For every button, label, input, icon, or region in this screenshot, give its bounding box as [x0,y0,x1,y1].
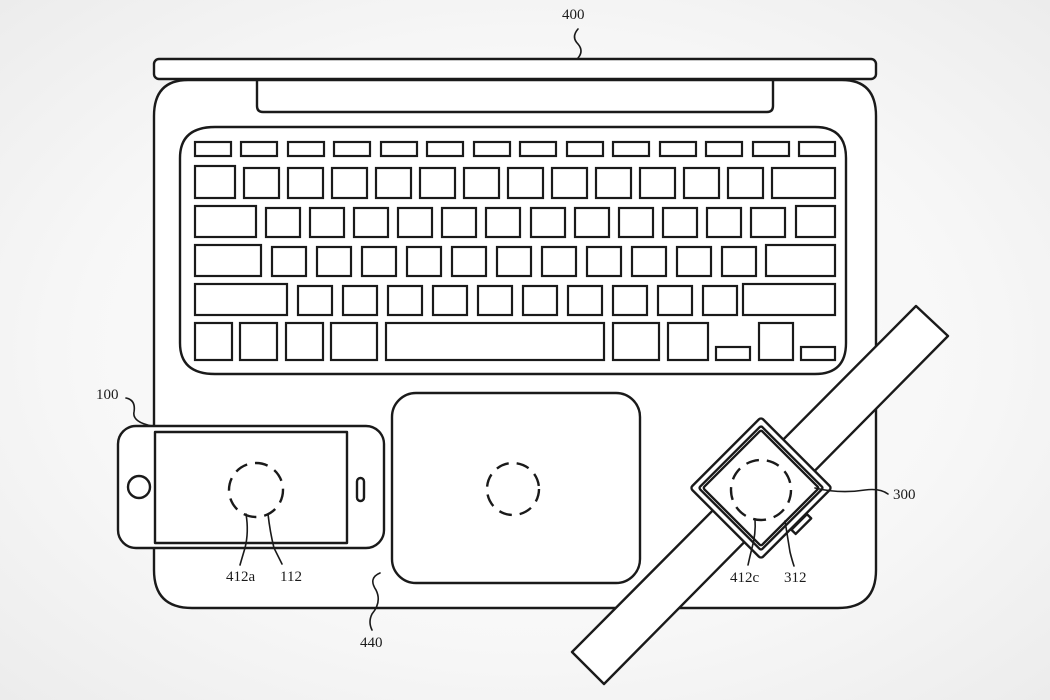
label-surface: 440 [360,635,383,651]
keyboard-row-bottom [193,321,837,362]
keyboard-row-top-letter [193,204,837,239]
label-phone: 100 [96,387,119,403]
label-watch-receiver: 312 [784,570,807,586]
phone-charging-zone [227,461,285,519]
label-watch: 300 [893,487,916,503]
leader-112 [267,513,283,565]
leader-300 [814,487,889,495]
leader-312 [784,520,795,567]
phone-screen [153,430,349,545]
label-phone-coil: 412a [226,569,256,585]
trackpad-charging-zone [485,461,541,517]
leader-412a [239,513,249,566]
keyboard-row-number [193,164,837,200]
phone-home-button [126,474,152,500]
leader-400 [573,28,582,59]
leader-lines [125,28,889,631]
smartwatch [570,304,950,686]
leader-440 [369,572,381,631]
watch-crown [790,512,813,536]
laptop-hinge-notch [255,78,775,114]
label-laptop: 400 [562,7,585,23]
watch-bezel [698,425,824,551]
keyboard-row-function [193,140,837,158]
label-phone-receiver: 112 [280,569,302,585]
keyboard-row-home [193,243,837,278]
laptop-lid-edge [152,57,878,81]
watch-screen [702,429,820,547]
trackpad [390,391,642,585]
watch-charging-zone [729,458,793,522]
leader-100 [125,397,153,427]
leader-412c [747,518,756,566]
smartphone [116,424,386,550]
reference-labels: 400 100 412a 112 440 300 412c 312 [96,7,916,651]
phone-speaker [355,476,366,503]
label-watch-coil: 412c [730,570,760,586]
keyboard-row-shift [193,282,837,317]
